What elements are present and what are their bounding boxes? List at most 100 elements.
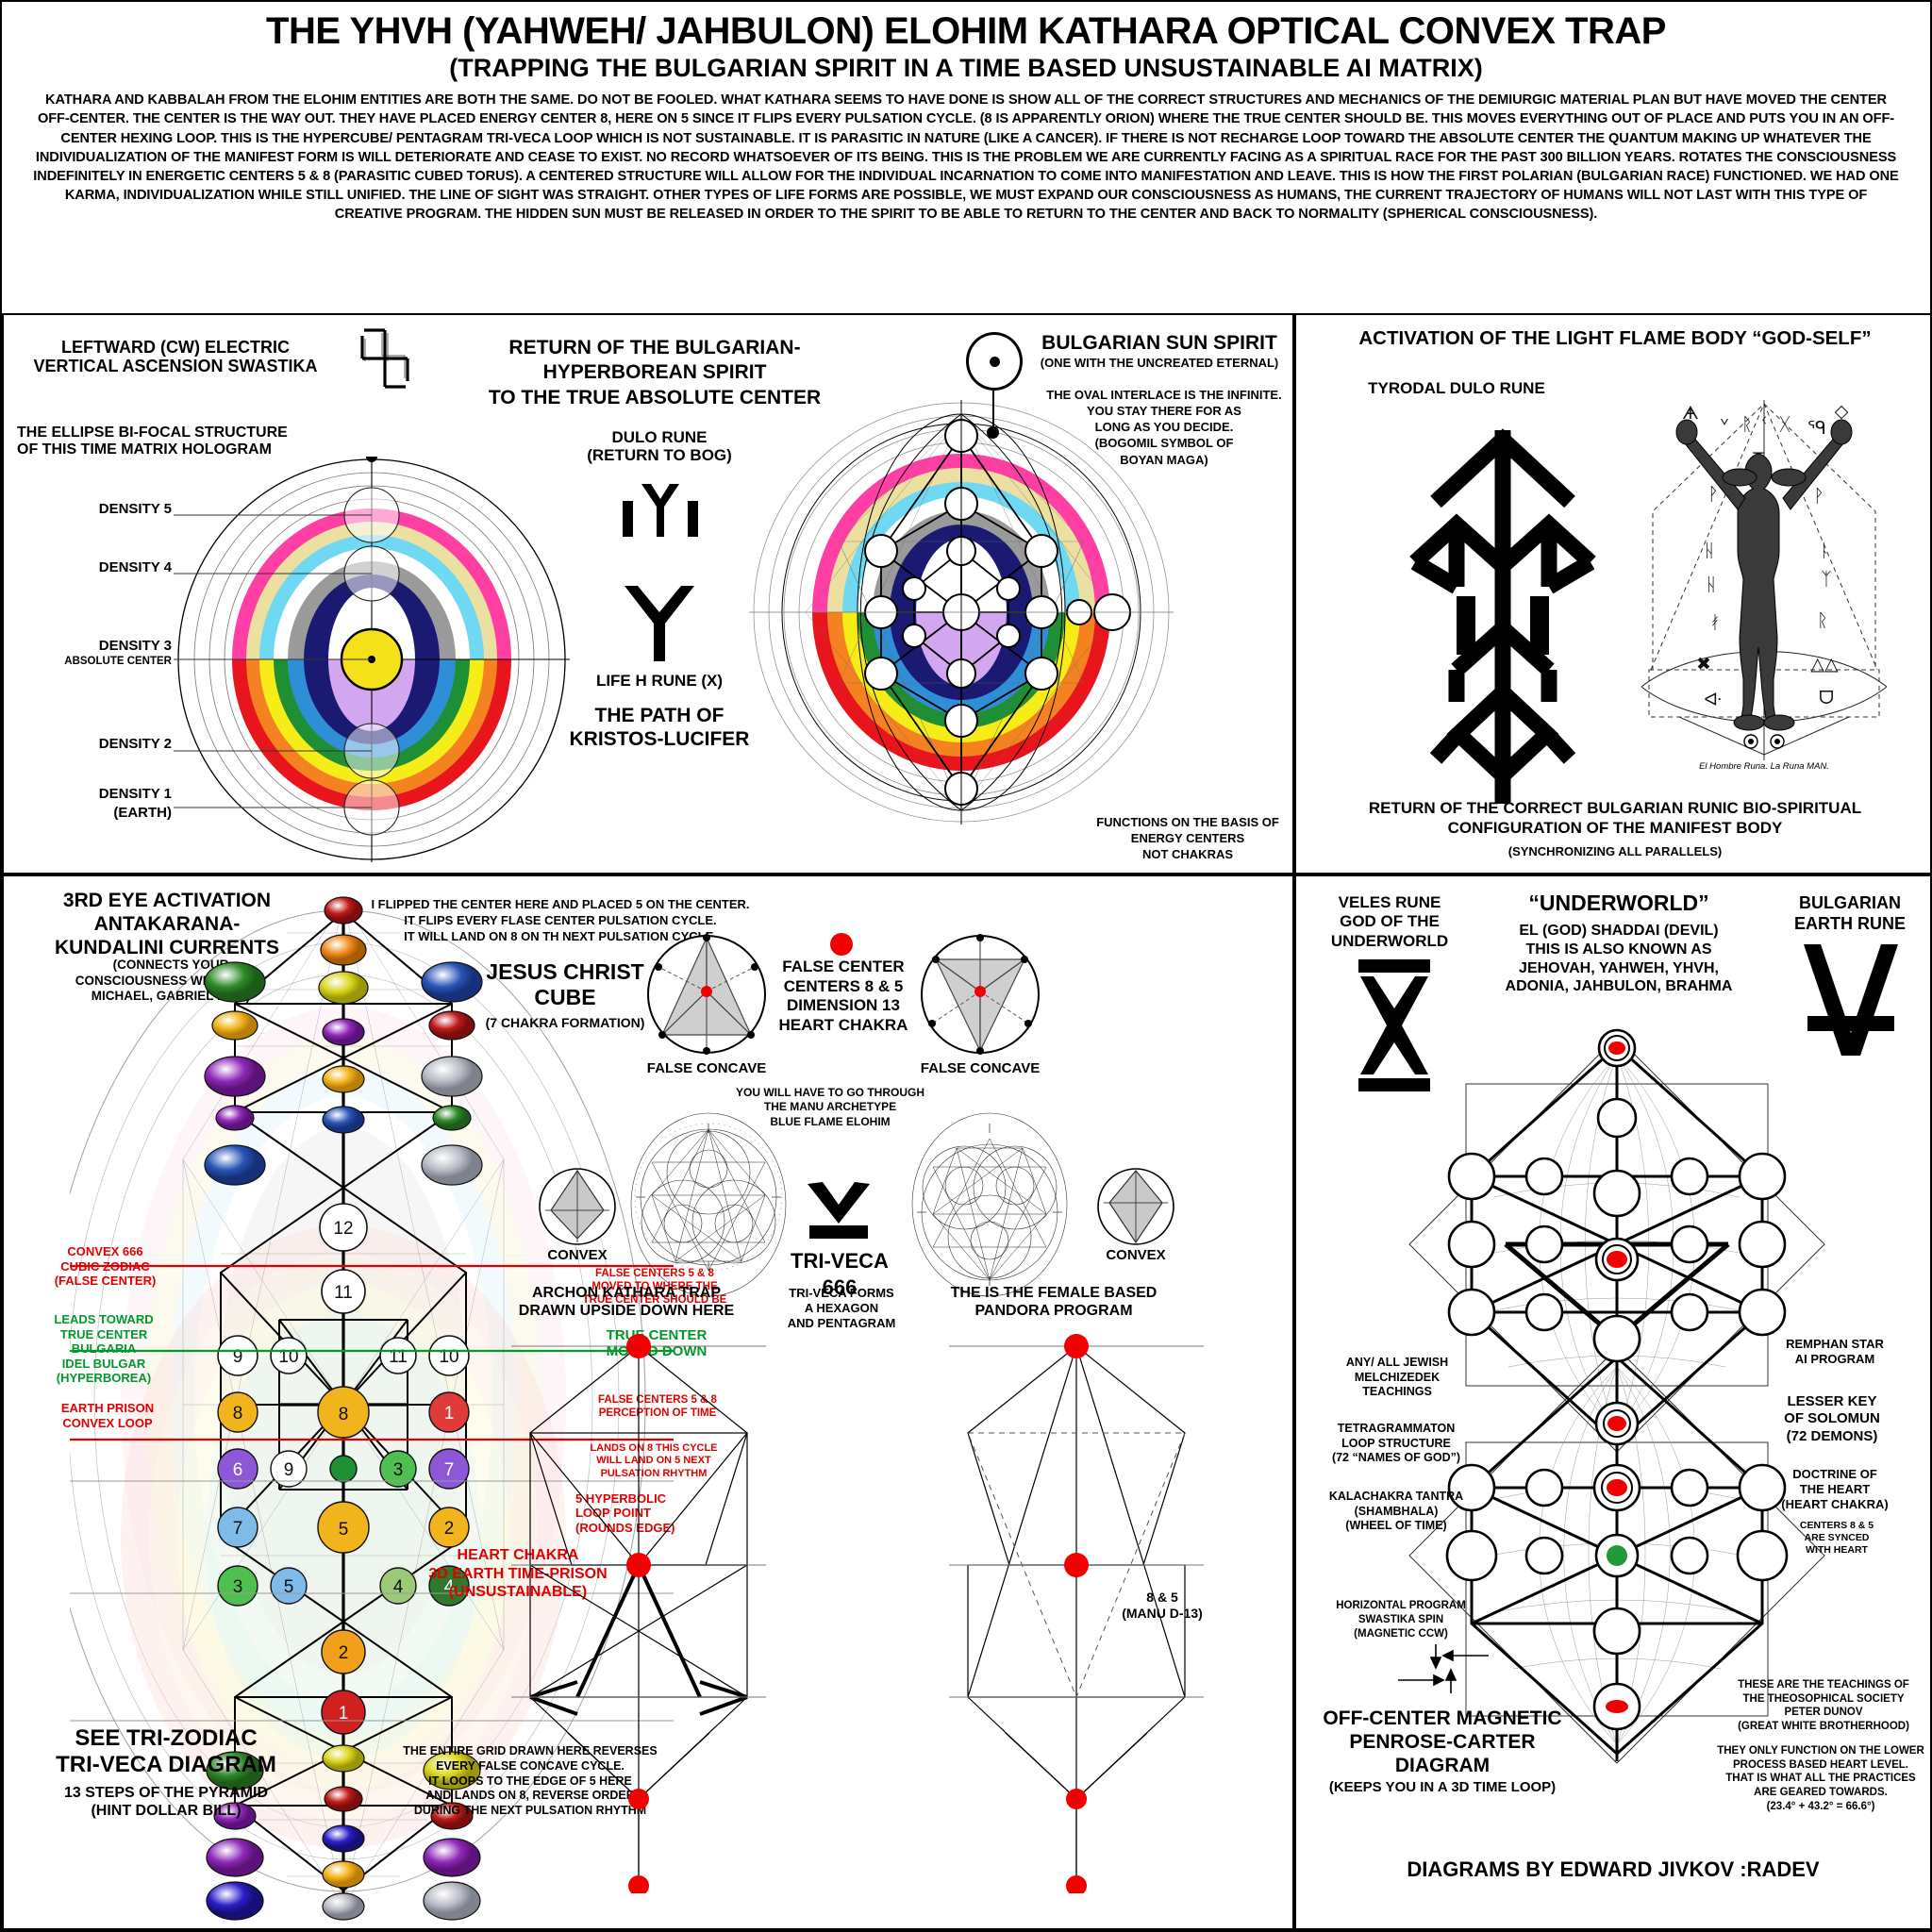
density-3-sublabel: ABSOLUTE CENTER xyxy=(64,656,172,667)
svg-text:10: 10 xyxy=(439,1347,458,1367)
density-ellipse-diagram xyxy=(109,451,570,862)
svg-text:2: 2 xyxy=(444,1519,455,1539)
swastika-spin-note: HORIZONTAL PROGRAM SWASTIKA SPIN (MAGNET… xyxy=(1336,1600,1466,1640)
false-center-dot-icon xyxy=(830,933,853,956)
convex-left-diagram xyxy=(538,1167,617,1251)
sun-spirit-subtitle: (ONE WITH THE UNCREATED ETERNAL) xyxy=(1040,356,1279,370)
false-concave-right-diagram xyxy=(919,933,1041,1060)
svg-text:◇: ◇ xyxy=(1835,401,1849,422)
underworld-title: “UNDERWORLD” xyxy=(1528,891,1709,915)
svg-text:5: 5 xyxy=(284,1577,294,1597)
tyrodal-dulo-rune-icon xyxy=(1398,419,1607,815)
tri-veca-number: 666 xyxy=(822,1275,858,1299)
sun-spirit-mandala xyxy=(749,400,1174,824)
panel-underworld: VELES RUNE GOD OF THE UNDERWORLD “UNDERW… xyxy=(1294,874,1932,1930)
tetragrammaton-note: TETRAGRAMMATON LOOP STRUCTURE (72 “NAMES… xyxy=(1331,1422,1461,1464)
tyrodal-rune-label: TYRODAL DULO RUNE xyxy=(1368,379,1545,397)
pandora-hexagram-figure xyxy=(911,1327,1204,1898)
svg-text:8: 8 xyxy=(233,1404,243,1424)
panel-third-eye-activation: 3RD EYE ACTIVATION ANTAKARANA- KUNDALINI… xyxy=(2,874,1294,1930)
svg-text:11: 11 xyxy=(334,1283,353,1303)
false-concave-left-diagram xyxy=(645,933,768,1060)
convex-left-label: CONVEX xyxy=(547,1247,608,1263)
svg-text:7: 7 xyxy=(233,1519,243,1539)
jesus-christ-cube-title: JESUS CHRIST CUBE xyxy=(486,959,644,1010)
svg-text:ᚱ: ᚱ xyxy=(1741,414,1752,435)
oval-interlace-note: THE OVAL INTERLACE IS THE INFINITE. YOU … xyxy=(1046,388,1282,467)
lands-on-8-annotation: LANDS ON 8 THIS CYCLE WILL LAND ON 5 NEX… xyxy=(590,1442,718,1479)
svg-text:1: 1 xyxy=(339,1704,349,1724)
svg-text:ᚹ: ᚹ xyxy=(1707,484,1718,505)
manifest-body-caption: RETURN OF THE CORRECT BULGARIAN RUNIC BI… xyxy=(1368,799,1862,838)
penrose-carter-title: OFF-CENTER MAGNETIC PENROSE-CARTER DIAGR… xyxy=(1323,1707,1562,1777)
lesser-key-note: LESSER KEY OF SOLOMUN (72 DEMONS) xyxy=(1784,1393,1880,1444)
density-5-label: DENSITY 5 xyxy=(98,501,172,517)
light-flame-title: ACTIVATION OF THE LIGHT FLAME BODY “GOD-… xyxy=(1358,327,1872,349)
kalachakra-note: KALACHAKRA TANTRA (SHAMBHALA) (WHEEL OF … xyxy=(1328,1490,1464,1532)
svg-text:ᚹ: ᚹ xyxy=(1813,486,1824,507)
svg-text:ᚺ: ᚺ xyxy=(1704,541,1714,561)
page-subtitle: (TRAPPING THE BULGARIAN SPIRIT IN A TIME… xyxy=(449,54,1483,82)
true-center-annotation: LEADS TOWARD TRUE CENTER BULGARIA IDEL B… xyxy=(54,1312,154,1386)
svg-text:7: 7 xyxy=(444,1460,455,1480)
ellipse-structure-label: THE ELLIPSE BI-FOCAL STRUCTURE OF THIS T… xyxy=(17,425,288,458)
svg-text:4: 4 xyxy=(444,1577,455,1597)
svg-text:ᗜ: ᗜ xyxy=(1819,688,1834,708)
tri-veca-label: TRI-VECA xyxy=(791,1249,889,1273)
penrose-carter-figure xyxy=(1391,1027,1843,1782)
svg-text:ᚷ: ᚷ xyxy=(1779,414,1790,435)
energy-centers-note: FUNCTIONS ON THE BASIS OF ENERGY CENTERS… xyxy=(1096,815,1279,861)
svg-text:4: 4 xyxy=(393,1577,404,1597)
swastika-label: LEFTWARD (CW) ELECTRIC VERTICAL ASCENSIO… xyxy=(33,338,318,376)
svg-text:2: 2 xyxy=(339,1643,349,1663)
false-concave-left-label: FALSE CONCAVE xyxy=(646,1060,767,1076)
false-concave-right-label: FALSE CONCAVE xyxy=(920,1060,1041,1076)
triveca-mandala-left xyxy=(628,1110,789,1304)
manu-d13-label: 8 & 5 (MANU D-13) xyxy=(1122,1590,1203,1621)
svg-text:ᐘ: ᐘ xyxy=(1704,690,1722,710)
false-centers-moved-annotation: FALSE CENTERS 5 & 8 MOVED TO WHERE THE T… xyxy=(582,1268,727,1307)
tri-zodiac-title: SEE TRI-ZODIAC TRI-VECA DIAGRAM xyxy=(56,1725,276,1778)
svg-text:11: 11 xyxy=(389,1347,408,1367)
diagram-credit: DIAGRAMS BY EDWARD JIVKOV :RADEV xyxy=(1407,1857,1820,1881)
veles-rune-icon xyxy=(1345,959,1443,1110)
archon-kathara-trap-label: ARCHON KATHARA TRAP DRAWN UPSIDE DOWN HE… xyxy=(518,1285,735,1320)
flip-center-note: I FLIPPED THE CENTER HERE AND PLACED 5 O… xyxy=(371,897,750,943)
runic-man-caption: El Hombre Runa. La Runa MAN. xyxy=(1699,761,1829,772)
life-rune-label: LIFE H RUNE (X) xyxy=(595,672,724,690)
archon-pentagon-figure xyxy=(455,1327,766,1898)
svg-text:ᗗ: ᗗ xyxy=(1682,403,1699,424)
kathara-tree-diagram: 12 11 9 10 11 10 8 8 1 6 9 3 xyxy=(4,876,674,1928)
path-kristos-label: THE PATH OF KRISTOS-LUCIFER xyxy=(569,705,750,751)
density-1-label: DENSITY 1 xyxy=(98,786,172,802)
poster-header: THE YHVH (YAHWEH/ JAHBULON) ELOHIM KATHA… xyxy=(2,2,1930,229)
svg-text:3: 3 xyxy=(233,1577,243,1597)
down-chevron-icon xyxy=(802,1180,875,1247)
density-1-sublabel: (EARTH) xyxy=(113,805,172,821)
sun-spirit-icon xyxy=(966,332,1023,391)
density-2-label: DENSITY 2 xyxy=(98,736,172,752)
svg-text:ᚱ: ᚱ xyxy=(1817,610,1827,631)
convex-right-label: CONVEX xyxy=(1106,1247,1166,1263)
svg-text:ᙯ: ᙯ xyxy=(1807,418,1826,439)
svg-text:ᚯ: ᚯ xyxy=(1709,612,1720,633)
svg-text:ᚲ: ᚲ xyxy=(1758,410,1769,431)
penrose-carter-sub: (KEEPS YOU IN A 3D TIME LOOP) xyxy=(1328,1779,1557,1795)
bulgarian-earth-rune-icon xyxy=(1800,942,1902,1084)
sun-spirit-title: BULGARIAN SUN SPIRIT xyxy=(1041,332,1277,354)
svg-text:9: 9 xyxy=(284,1460,294,1480)
jesus-christ-cube-sub: (7 CHAKRA FORMATION) xyxy=(485,1015,645,1030)
svg-text:3: 3 xyxy=(393,1460,404,1480)
svg-text:ᚿ: ᚿ xyxy=(1819,541,1829,561)
density-4-label: DENSITY 4 xyxy=(98,559,172,575)
svg-text:9: 9 xyxy=(233,1347,243,1367)
sun-spirit-stem xyxy=(992,391,994,433)
hyperbolic-loop-annotation: 5 HYPERBOLIC LOOP POINT (ROUNDS EDGE) xyxy=(575,1491,675,1535)
remphan-star-note: REMPHAN STAR AI PROGRAM xyxy=(1786,1337,1884,1367)
practices-note: THEY ONLY FUNCTION ON THE LOWER PROCESS … xyxy=(1717,1745,1924,1812)
convex-666-annotation: CONVEX 666 CUBIC ZODIAC (FALSE CENTER) xyxy=(54,1244,157,1289)
panel-ellipse-structure: LEFTWARD (CW) ELECTRIC VERTICAL ASCENSIO… xyxy=(2,313,1294,874)
svg-text:ᘁ: ᘁ xyxy=(1720,416,1729,437)
false-center-label: FALSE CENTER CENTERS 8 & 5 DIMENSION 13 … xyxy=(778,958,908,1035)
